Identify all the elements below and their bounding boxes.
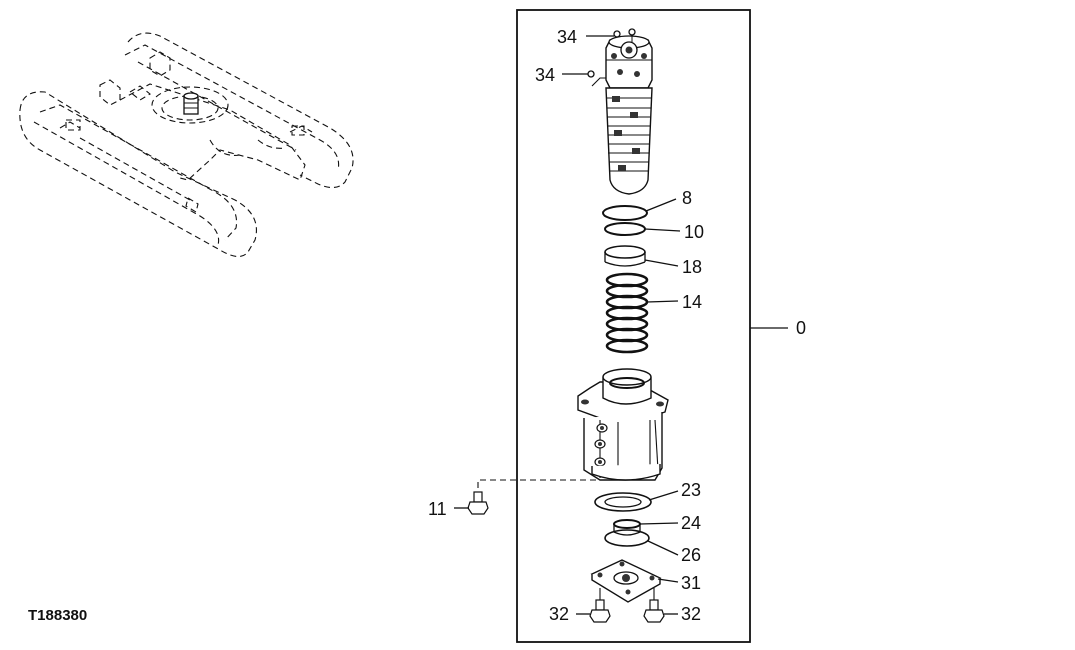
callout-23: 23: [681, 480, 701, 500]
plug-34-top: [586, 28, 636, 42]
callout-32-left: 32: [549, 604, 569, 624]
callout-32-right: 32: [681, 604, 701, 624]
bolt-32-left: [576, 588, 611, 623]
figure-code: T188380: [28, 607, 87, 624]
thrust-plate-23: [594, 490, 679, 512]
spring-14: [605, 272, 679, 354]
callout-34-side: 34: [535, 65, 555, 85]
ring-18: [604, 245, 679, 267]
o-ring-26: [604, 529, 679, 556]
callout-18: 18: [682, 257, 702, 277]
center-joint-spindle: [605, 35, 653, 195]
o-ring-10: [604, 222, 681, 236]
callout-11: 11: [428, 499, 447, 519]
callout-24: 24: [681, 513, 701, 533]
callout-8: 8: [682, 188, 692, 208]
ring-24: [613, 519, 679, 536]
callout-34-top: 34: [557, 27, 577, 47]
callout-10: 10: [684, 222, 704, 242]
bolt-32-right: [643, 588, 678, 623]
callout-14: 14: [682, 292, 702, 312]
plug-34-side: [562, 70, 606, 87]
bolt-11: [454, 491, 489, 515]
leader-11: [477, 479, 600, 498]
callout-31: 31: [681, 573, 701, 593]
cover-31: [590, 559, 679, 603]
center-joint-housing: [577, 368, 669, 481]
assembly-frame: [516, 9, 751, 643]
callout-0: 0: [796, 318, 806, 338]
callout-26: 26: [681, 545, 701, 565]
seal-ring-8: [602, 198, 677, 221]
undercarriage-locator-illustration: [19, 32, 354, 258]
